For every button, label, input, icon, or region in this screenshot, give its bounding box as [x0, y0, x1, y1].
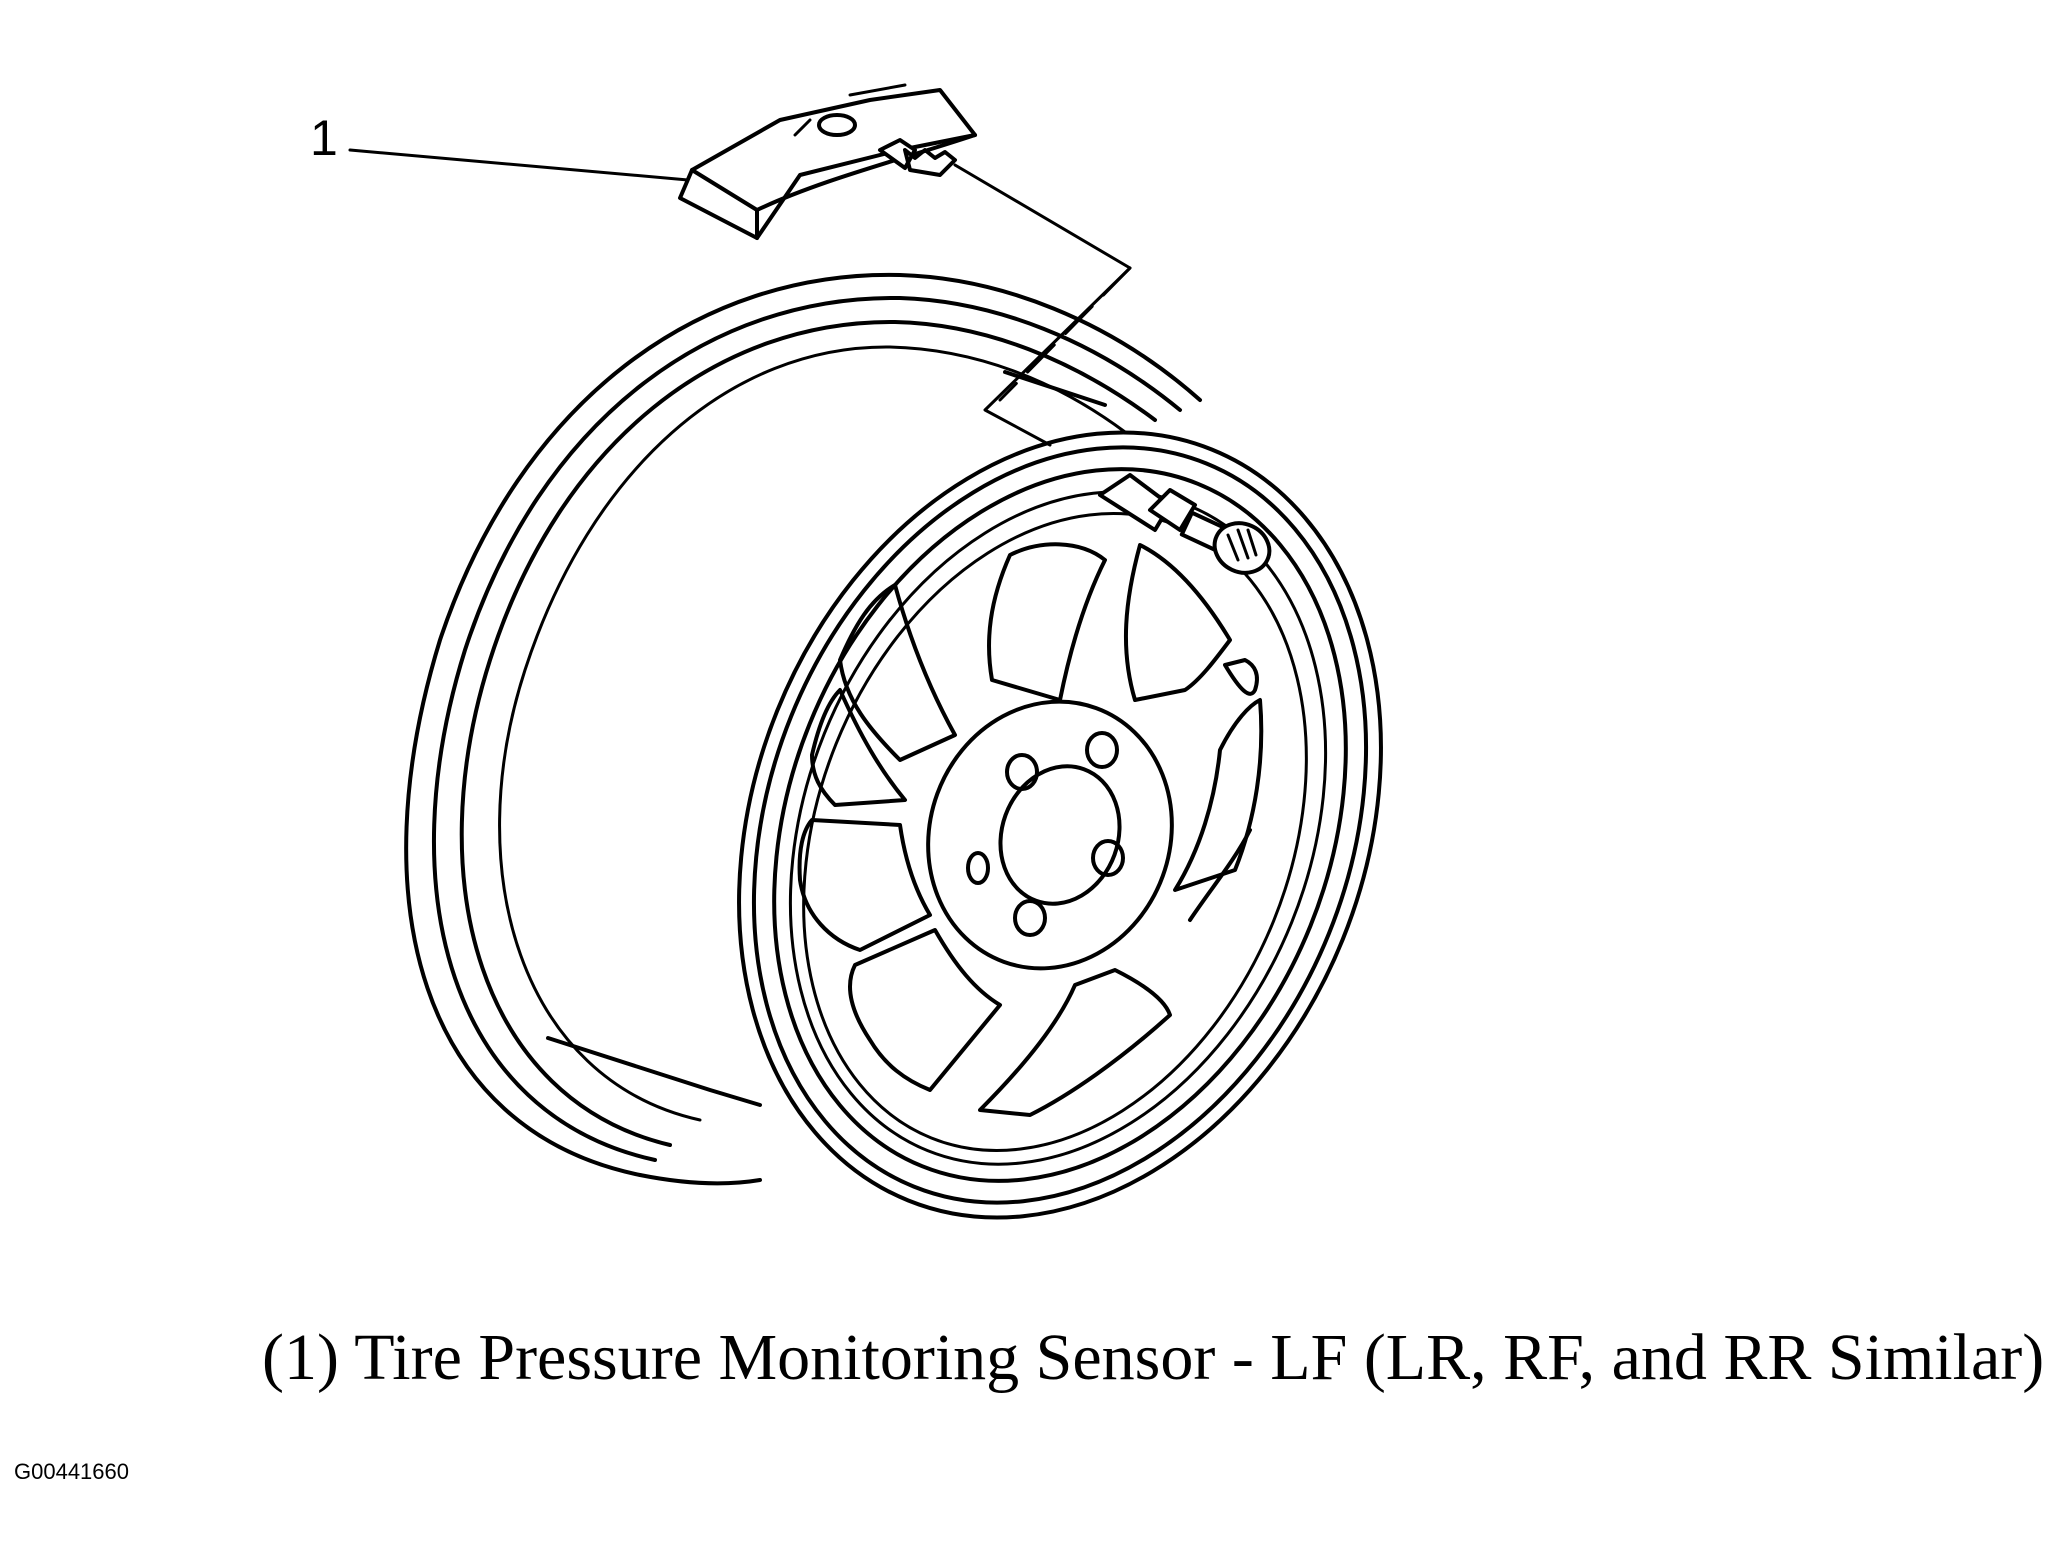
wheel-spokes: [797, 542, 1264, 1117]
callout-number: 1: [310, 110, 338, 166]
wheel-barrel: [404, 272, 1202, 1186]
tire-pressure-sensor: [678, 83, 977, 240]
figure-caption: (1) Tire Pressure Monitoring Sensor - LF…: [262, 1321, 2045, 1394]
valve-stem: [1098, 473, 1272, 575]
leader-lines: [348, 148, 1132, 447]
figure-id: G00441660: [14, 1459, 129, 1484]
wheel-hub: [926, 699, 1174, 971]
